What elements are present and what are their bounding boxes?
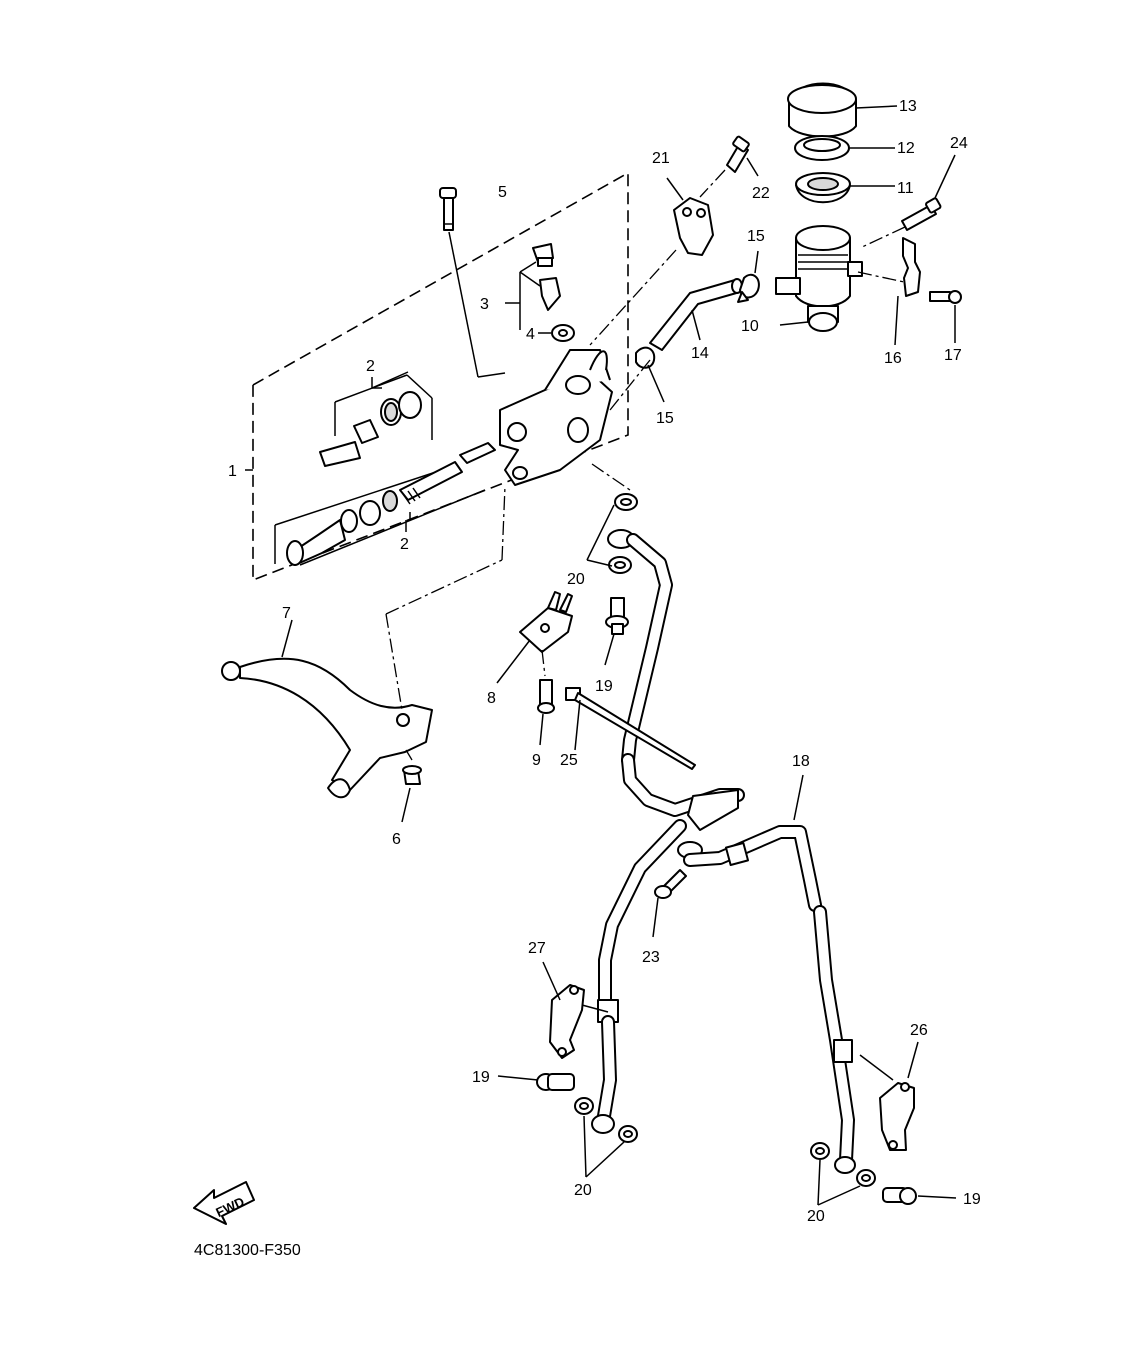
forward-arrow-icon: FWD: [193, 1181, 255, 1225]
callout-20-upper: 20: [567, 571, 585, 588]
copper-washers-20-left: [574, 1097, 638, 1178]
callout-6: 6: [392, 831, 401, 848]
callout-21: 21: [652, 150, 670, 167]
holder-21: [589, 177, 714, 346]
hose-clip-15-upper: [737, 250, 760, 303]
bolt-23: [652, 869, 687, 938]
callout-14: 14: [691, 345, 709, 362]
callout-16: 16: [884, 350, 902, 367]
callout-10: 10: [741, 318, 759, 335]
callout-23: 23: [642, 949, 660, 966]
screw-9: [537, 679, 555, 746]
callout-13: 13: [899, 98, 917, 115]
bleed-screw-3: [505, 243, 561, 330]
washer-4: [538, 324, 575, 342]
callout-9: 9: [532, 752, 541, 769]
callout-2-lower: 2: [400, 536, 409, 553]
piston-kit-lower: [274, 442, 496, 566]
callout-19-upper: 19: [595, 678, 613, 695]
callout-27: 27: [528, 940, 546, 957]
hose-clip-15-lower: [609, 346, 665, 411]
callout-5: 5: [498, 184, 507, 201]
screw-5: [439, 187, 506, 378]
copper-washers-20-upper: [586, 463, 638, 574]
master-cylinder-body: [499, 349, 613, 486]
callout-18: 18: [792, 753, 810, 770]
callout-12: 12: [897, 140, 915, 157]
callout-3: 3: [480, 296, 489, 313]
banjo-bolt-19-right: [882, 1187, 957, 1205]
copper-washers-20-right: [810, 1142, 876, 1206]
screw-24: [859, 154, 956, 249]
bolt-22: [699, 135, 759, 198]
plate-11: [795, 172, 895, 204]
cable-tie-25: [565, 687, 696, 770]
diagram-code: 4C81300-F350: [194, 1242, 301, 1259]
callout-20-left: 20: [574, 1182, 592, 1199]
callout-17: 17: [944, 347, 962, 364]
brake-hose-main: [591, 529, 745, 1134]
callout-19-right: 19: [963, 1191, 981, 1208]
diaphragm-12: [794, 135, 895, 161]
callout-4: 4: [526, 326, 535, 343]
callout-24: 24: [950, 135, 968, 152]
hose-holder-27: [542, 961, 609, 1059]
callout-25: 25: [560, 752, 578, 769]
callout-7: 7: [282, 605, 291, 622]
callout-15-upper: 15: [747, 228, 765, 245]
callout-15-lower: 15: [656, 410, 674, 427]
callout-1: 1: [228, 463, 237, 480]
screw-17: [929, 290, 962, 343]
piston-kit-upper: [319, 371, 433, 467]
brake-switch-8: [496, 591, 573, 684]
callout-8: 8: [487, 690, 496, 707]
callout-20-right: 20: [807, 1208, 825, 1225]
bracket-16: [857, 237, 921, 346]
banjo-bolt-19-left: [497, 1073, 575, 1091]
callout-11: 11: [897, 180, 914, 197]
brake-lever-7: [221, 485, 506, 799]
reservoir-cap-13: [787, 82, 898, 138]
callout-labels: 1 2 2 3 4 5 6 7 8 9 10 11 12 13 14 15 15…: [228, 98, 981, 1225]
callout-26: 26: [910, 1022, 928, 1039]
nut-6: [401, 749, 422, 823]
banjo-bolt-19-upper: [604, 597, 629, 666]
reservoir-hose-14: [649, 278, 743, 351]
hose-holder-26: [879, 1041, 919, 1151]
brake-hose-18: [683, 774, 894, 1174]
reservoir-10: [775, 225, 863, 332]
master-cylinder-kit-boundary: [245, 171, 629, 582]
callout-2-upper: 2: [366, 358, 375, 375]
callout-19-left: 19: [472, 1069, 490, 1086]
callout-22: 22: [752, 185, 770, 202]
